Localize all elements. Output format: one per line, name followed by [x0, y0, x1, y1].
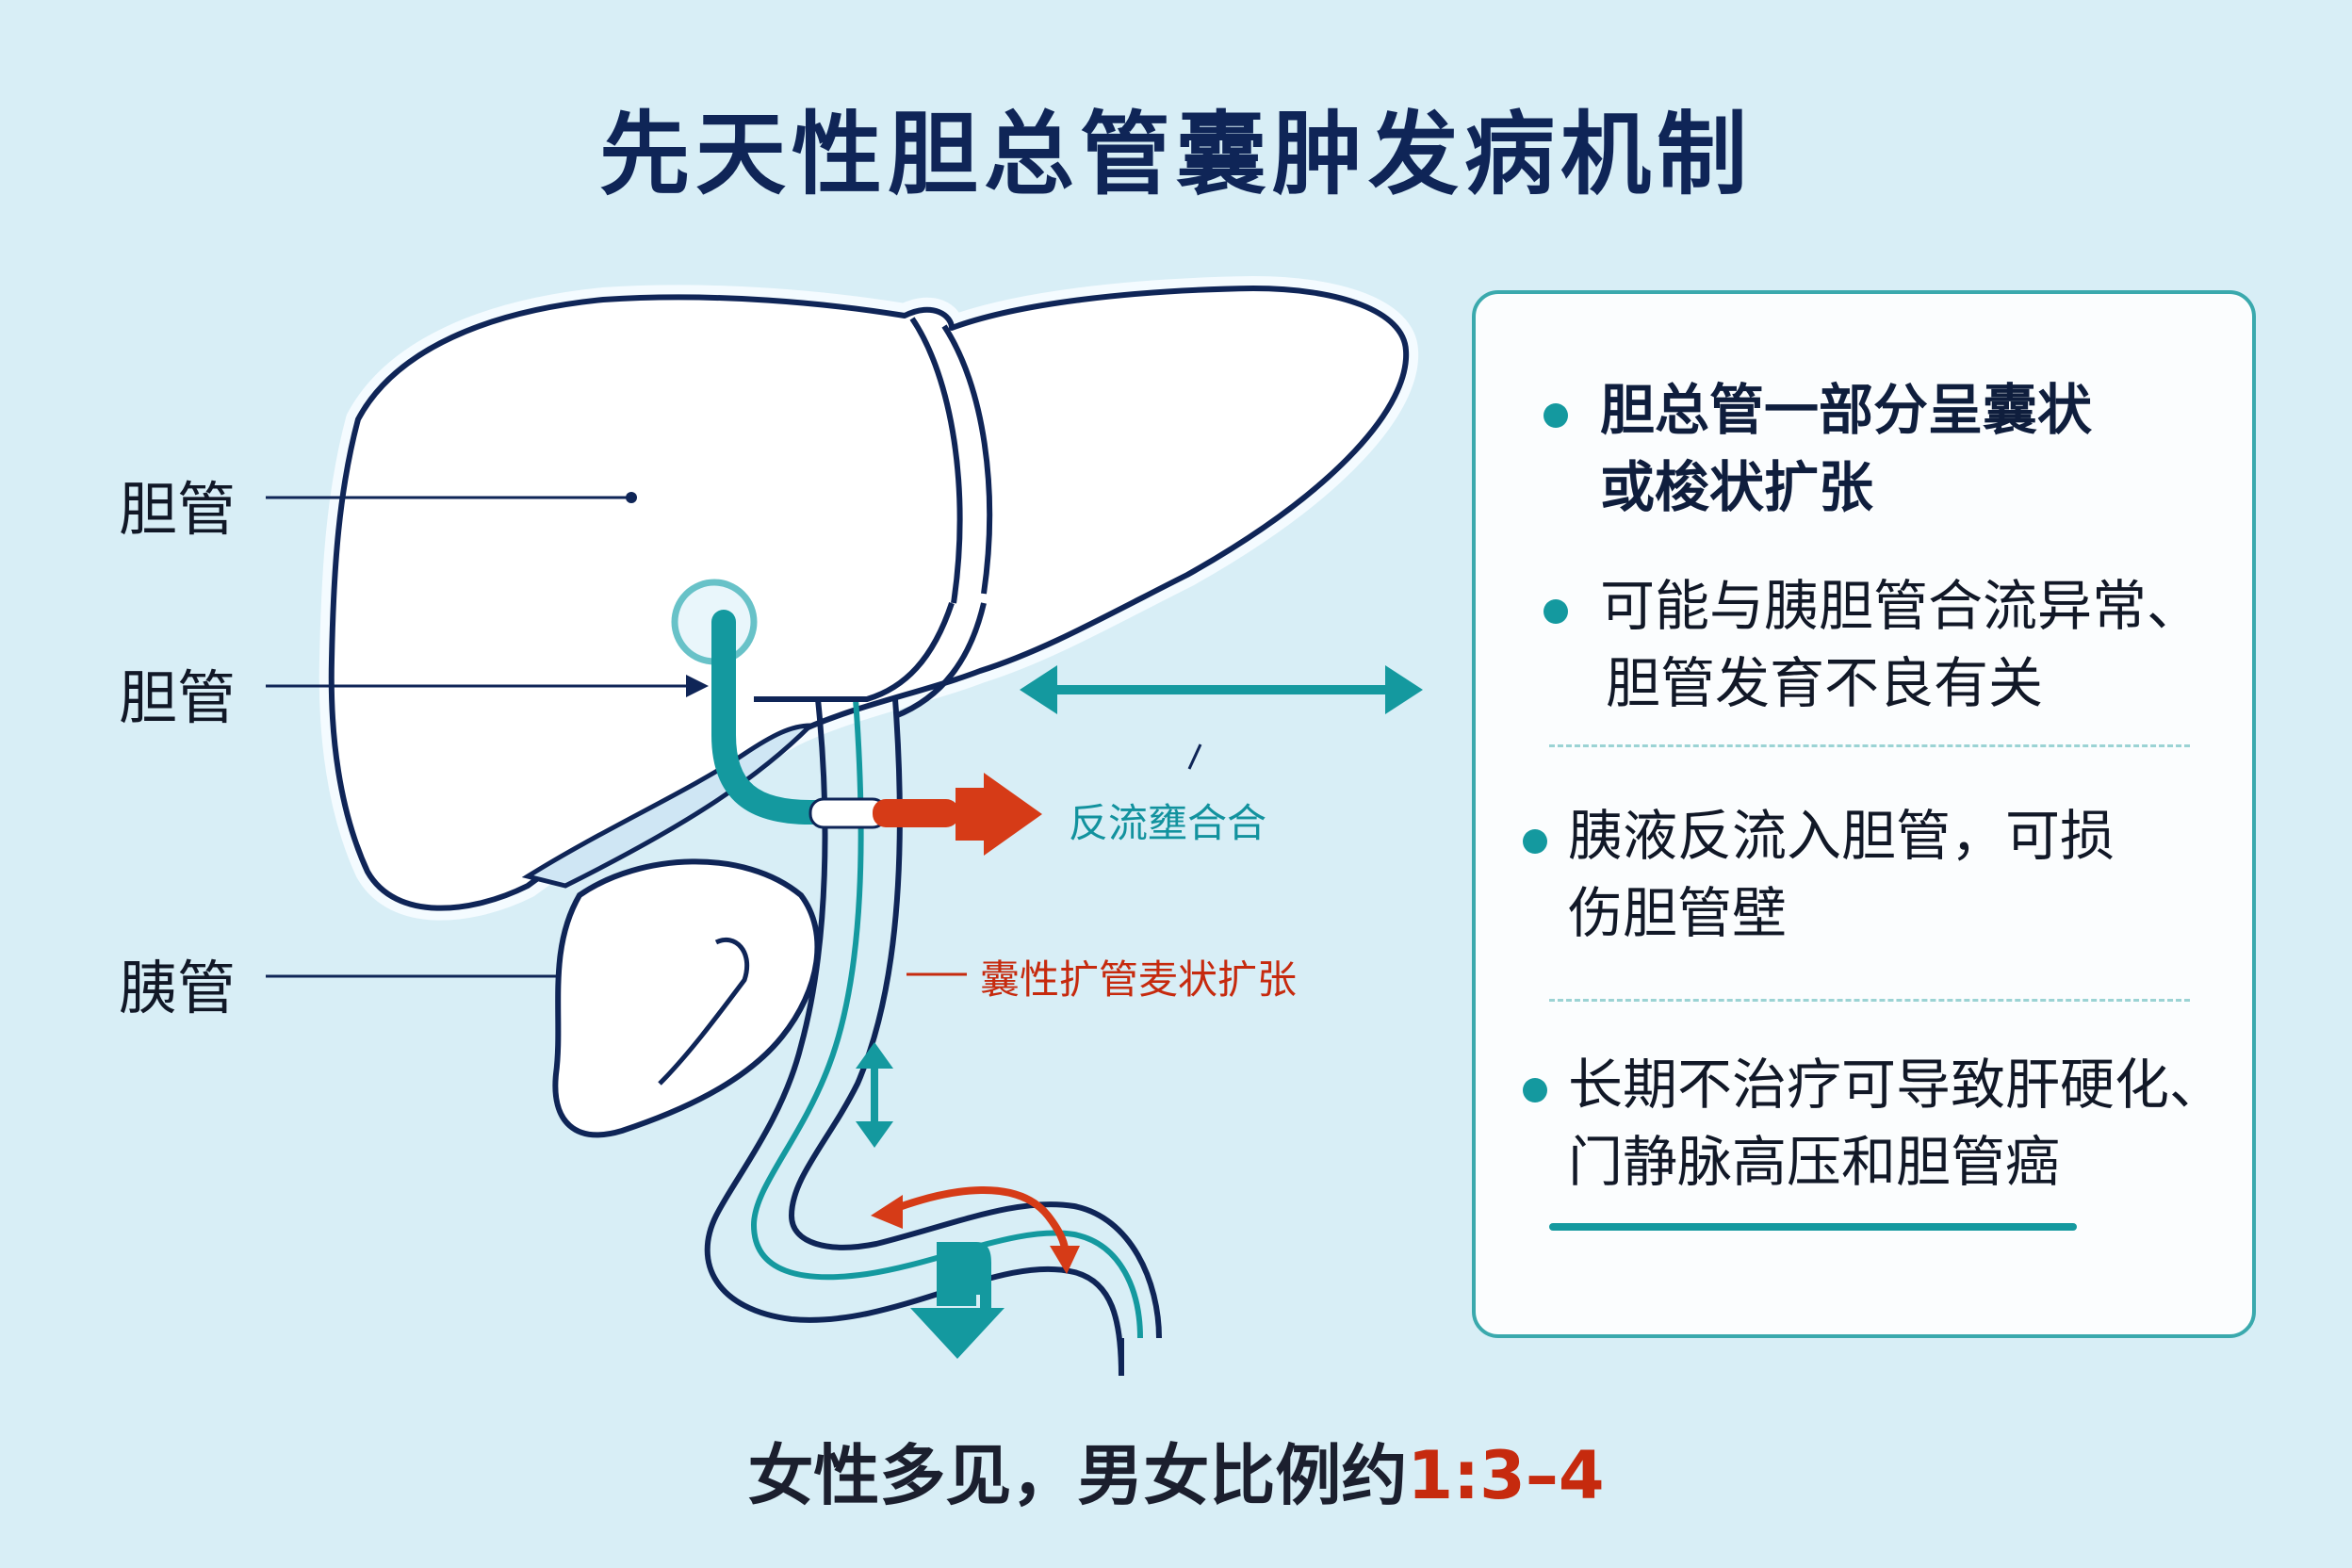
- bullet-dot-icon: [1544, 403, 1568, 428]
- label-bile-duct-mid: 胆管: [119, 663, 237, 732]
- label-bile-duct-top: 胆管: [119, 475, 237, 544]
- info-item-3-line1: 胰液反流入胆管，可损: [1568, 804, 2115, 868]
- info-item-1-line2: 或梭状扩张: [1600, 455, 1874, 519]
- info-item-3-line2: 伤胆管壁: [1568, 881, 1788, 945]
- footer-ratio: 1:3–4: [1407, 1437, 1605, 1514]
- info-item-2-line2: 胆管发育不良有关: [1606, 651, 2044, 715]
- annotation-dilation: 囊性扩管麦状扩张: [980, 956, 1298, 1003]
- separator-1: [1549, 744, 2190, 747]
- bullet-dot-icon: [1523, 1078, 1547, 1102]
- footer-note: 女性多见，男女比例约1:3–4: [0, 1423, 2352, 1518]
- info-item-1-line1: 胆总管一部分呈囊状: [1600, 378, 2093, 442]
- info-panel: 胆总管一部分呈囊状 或梭状扩张 可能与胰胆管合流异常、 胆管发育不良有关 胰液反…: [1472, 290, 2256, 1338]
- info-item-2-line1: 可能与胰胆管合流异常、: [1600, 574, 2202, 638]
- footer-text: 女性多见，男女比例约: [747, 1437, 1408, 1514]
- page-title: 先天性胆总管囊肿发病机制: [599, 102, 1753, 207]
- separator-2: [1549, 999, 2190, 1002]
- bullet-dot-icon: [1544, 599, 1568, 624]
- bullet-dot-icon: [1523, 829, 1547, 854]
- annotation-reflux: 反流壅合合: [1069, 800, 1267, 846]
- info-item-4-line2: 门静脉高压和胆管癌: [1568, 1130, 2061, 1194]
- label-pancreatic-duct: 胰管: [119, 954, 237, 1022]
- info-item-4-line1: 长期不治疗可导致肝硬化、: [1568, 1053, 2225, 1117]
- panel-underline: [1549, 1223, 2077, 1231]
